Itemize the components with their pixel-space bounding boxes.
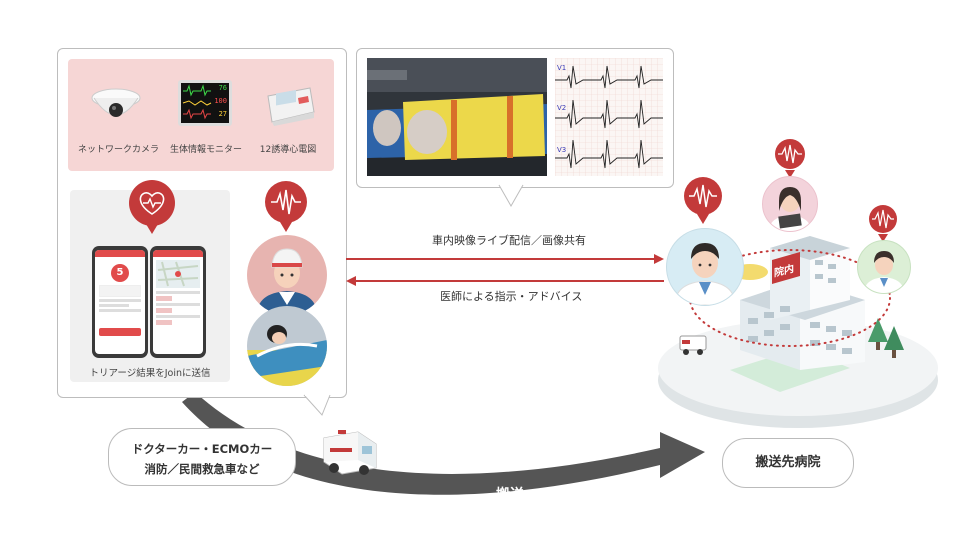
ecg-strip-image: V1 V2 V3 xyxy=(555,58,663,176)
communication-arrows xyxy=(346,254,664,286)
ecg-lead-v3: V3 xyxy=(557,146,567,154)
pulse-icon-doctor-female xyxy=(775,139,805,178)
paramedic-avatar xyxy=(247,235,327,315)
hospital-illustration xyxy=(658,236,938,428)
monitor-value-1: 76 xyxy=(218,84,227,92)
video-panel-pointer xyxy=(498,184,524,208)
vehicle-line-2: 消防／民間救急車など xyxy=(144,462,260,476)
pulse-icon-paramedic xyxy=(265,181,307,232)
panel-pointer xyxy=(303,393,331,416)
doctor-advice-label: 医師による指示・アドバイス xyxy=(440,290,583,303)
video-share-label: 車内映像ライブ配信／画像共有 xyxy=(432,234,586,247)
pulse-icon-doctor-main xyxy=(684,177,722,224)
camera-label: ネットワークカメラ xyxy=(78,145,160,155)
doctor-main-avatar xyxy=(666,228,744,306)
ambulance-interior-photo xyxy=(367,58,547,176)
ecg-lead-v2: V2 xyxy=(557,104,567,112)
network-camera-icon xyxy=(91,88,141,117)
vehicle-type-label: ドクターカー・ECMOカー 消防／民間救急車など xyxy=(108,428,296,486)
doctor-right-avatar xyxy=(857,240,911,294)
monitor-value-3: 27 xyxy=(218,110,227,118)
destination-hospital-label: 搬送先病院 xyxy=(722,438,854,488)
ecg-device-icon xyxy=(267,87,315,126)
triage-score-badge: 5 xyxy=(111,264,129,282)
triage-caption: トリアージ結果をJoinに送信 xyxy=(89,368,211,379)
triage-phone-left: 5 xyxy=(92,246,148,358)
monitor-label: 生体情報モニター xyxy=(169,145,242,155)
vehicle-line-1: ドクターカー・ECMOカー xyxy=(131,442,273,456)
vital-monitor-icon: 76 100 27 xyxy=(178,80,232,126)
monitor-value-2: 100 xyxy=(214,97,227,105)
transport-label: 搬送 xyxy=(496,487,524,503)
triage-phone-right xyxy=(150,246,206,358)
heart-check-icon xyxy=(129,180,175,234)
doctor-female-avatar xyxy=(762,176,818,232)
pulse-icon-doctor-right xyxy=(869,205,897,242)
ecg-lead-v1: V1 xyxy=(557,64,567,72)
hospital-label-text: 搬送先病院 xyxy=(755,455,821,470)
ecg-label: 12誘導心電図 xyxy=(259,145,317,155)
ambulance-icon xyxy=(323,430,377,475)
patient-avatar xyxy=(247,306,327,386)
